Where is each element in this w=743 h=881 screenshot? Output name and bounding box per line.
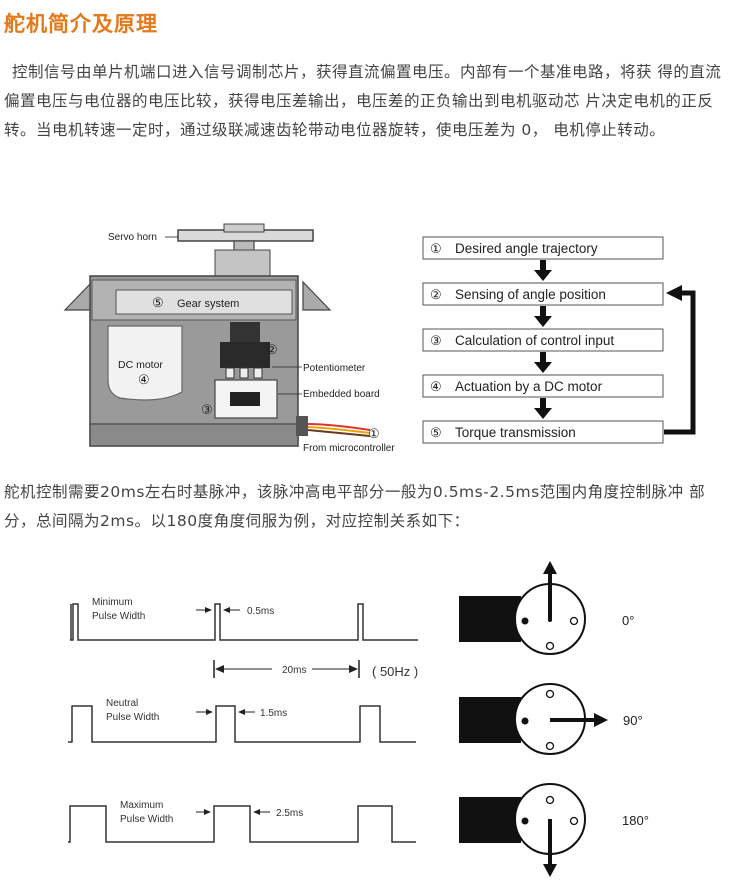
- board-number: ③: [201, 402, 213, 417]
- svg-text:①: ①: [430, 241, 442, 256]
- max-width-label: 2.5ms: [276, 808, 303, 819]
- pulse-paragraph: 舵机控制需要20ms左右时基脉冲，该脉冲高电平部分一般为0.5ms-2.5ms范…: [4, 483, 706, 530]
- flow-step-label: Calculation of control input: [455, 333, 614, 348]
- max-label-2: Pulse Width: [120, 814, 173, 825]
- control-flow: ① Desired angle trajectory ② Sensing of …: [422, 236, 696, 444]
- flow-step-label: Actuation by a DC motor: [455, 379, 603, 394]
- neutral-label-2: Pulse Width: [106, 712, 159, 723]
- from-number: ①: [368, 426, 380, 441]
- svg-text:④: ④: [430, 379, 442, 394]
- embedded-board-label: Embedded board: [303, 389, 380, 400]
- from-microcontroller-label: From microcontroller: [303, 443, 395, 454]
- angle-180-label: 180°: [622, 813, 649, 828]
- svg-text:⑤: ⑤: [430, 425, 442, 440]
- flow-step: ② Sensing of angle position: [422, 282, 664, 306]
- dc-motor-label: DC motor: [118, 359, 163, 371]
- page-title: 舵机简介及原理: [4, 12, 158, 36]
- pulse-row-maximum: [68, 805, 416, 843]
- flow-step: ④ Actuation by a DC motor: [422, 374, 664, 398]
- flow-step: ⑤ Torque transmission: [422, 420, 664, 444]
- svg-text:③: ③: [430, 333, 442, 348]
- max-label: Maximum: [120, 800, 163, 811]
- min-label: Minimum: [92, 597, 133, 608]
- gear-number: ⑤: [152, 295, 164, 310]
- min-label-2: Pulse Width: [92, 611, 145, 622]
- frequency-label: ( 50Hz ): [372, 664, 418, 679]
- angle-90-label: 90°: [623, 713, 643, 728]
- feedback-loop-arrow: [664, 290, 696, 435]
- flow-step-label: Torque transmission: [455, 425, 576, 440]
- neutral-width-label: 1.5ms: [260, 708, 287, 719]
- pulse-row-neutral: [68, 705, 416, 743]
- svg-text:②: ②: [430, 287, 442, 302]
- angle-0-label: 0°: [622, 613, 634, 628]
- servo-dial-90: 90°: [459, 683, 643, 755]
- pot-number: ②: [266, 342, 278, 357]
- flow-step: ③ Calculation of control input: [422, 328, 664, 352]
- neutral-label: Neutral: [106, 698, 138, 709]
- period-label: 20ms: [282, 665, 306, 676]
- servo-dial-0: 0°: [459, 561, 634, 655]
- motor-number: ④: [138, 372, 150, 387]
- flow-step-label: Desired angle trajectory: [455, 241, 598, 256]
- servo-illustration: Servo horn ⑤ Gear system DC motor ④ ② Po…: [63, 223, 395, 454]
- flow-step-label: Sensing of angle position: [455, 287, 606, 302]
- gear-system-label: Gear system: [177, 298, 239, 310]
- intro-paragraph: 控制信号由单片机端口进入信号调制芯片，获得直流偏置电压。内部有一个基准电路，将获…: [4, 63, 722, 139]
- pulse-row-minimum: [70, 603, 418, 641]
- min-width-label: 0.5ms: [247, 606, 274, 617]
- potentiometer-label: Potentiometer: [303, 363, 366, 374]
- flow-step: ① Desired angle trajectory: [422, 236, 664, 260]
- flow-down-arrows: [534, 260, 552, 419]
- servo-dial-180: 180°: [459, 783, 649, 877]
- servo-horn-label: Servo horn: [108, 232, 157, 243]
